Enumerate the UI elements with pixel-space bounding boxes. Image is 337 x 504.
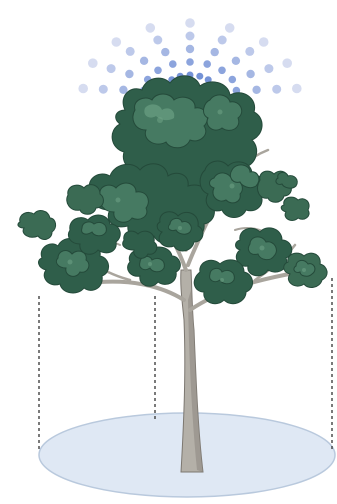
raindrop-icon xyxy=(126,47,135,56)
raindrop-icon xyxy=(153,36,162,45)
tree-canopy xyxy=(18,76,327,304)
raindrop-icon xyxy=(229,76,237,84)
raindrop-icon xyxy=(185,18,195,28)
raindrop-icon xyxy=(259,37,269,47)
raindrop-icon xyxy=(245,47,254,56)
raindrop-icon xyxy=(112,37,122,47)
raindrop-icon xyxy=(154,67,162,75)
canopy-left xyxy=(18,211,56,240)
raindrop-icon xyxy=(264,64,273,73)
raindrop-icon xyxy=(218,36,227,45)
raindrop-icon xyxy=(246,70,254,78)
raindrop-icon xyxy=(196,73,203,80)
raindrop-icon xyxy=(272,85,281,94)
raindrop-icon xyxy=(161,48,169,56)
raindrop-icon xyxy=(225,23,235,33)
raindrop-icon xyxy=(78,84,88,94)
raindrop-icon xyxy=(99,85,108,94)
raindrop-icon xyxy=(125,70,133,78)
raindrop-icon xyxy=(146,23,156,33)
raindrop-icon xyxy=(186,32,195,41)
raindrop-icon xyxy=(186,58,194,66)
raindrop-icon xyxy=(169,60,177,68)
raindrop-icon xyxy=(218,67,226,75)
raindrop-icon xyxy=(211,48,219,56)
raindrop-icon xyxy=(88,58,98,68)
raindrop-icon xyxy=(203,60,211,68)
raindrop-icon xyxy=(140,57,148,65)
raindrop-icon xyxy=(107,64,116,73)
raindrop-icon xyxy=(282,58,292,68)
raindrop-icon xyxy=(252,86,260,94)
raindrop-icon xyxy=(292,84,302,94)
raindrop-icon xyxy=(232,57,240,65)
raindrop-icon xyxy=(186,45,194,53)
